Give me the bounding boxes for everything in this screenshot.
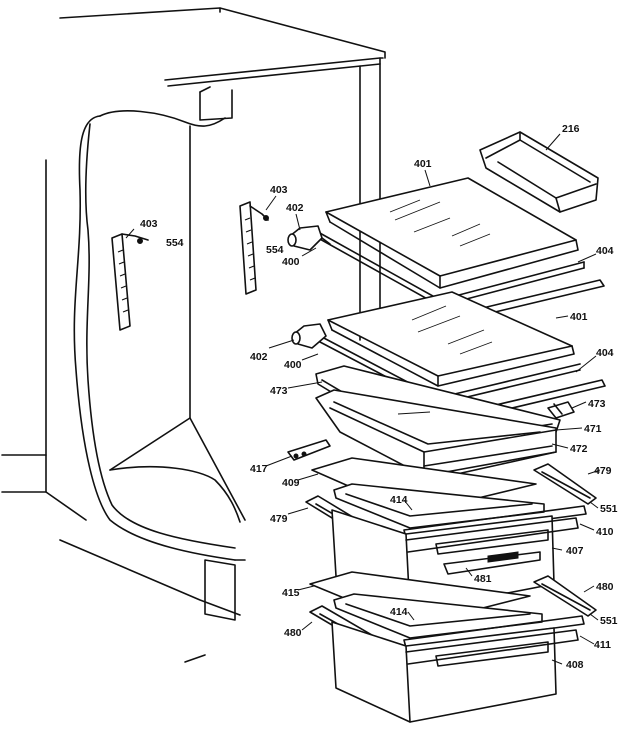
crisper-pan-lower [331, 621, 579, 723]
shelf-bracket-upper [287, 225, 331, 251]
slide-479-right [533, 463, 597, 505]
label-480-right: 480 [596, 581, 614, 593]
label-414-lower: 414 [390, 606, 408, 618]
shelf-bracket-lower [291, 323, 327, 349]
label-400-lower: 400 [284, 359, 302, 371]
label-479-right: 479 [594, 465, 612, 477]
label-473-right: 473 [588, 398, 606, 410]
label-471: 471 [584, 423, 602, 435]
label-551-upper: 551 [600, 503, 618, 515]
label-472: 472 [570, 443, 588, 455]
label-551-lower: 551 [600, 615, 618, 627]
label-480-left: 480 [284, 627, 302, 639]
part-labels: 216 401 403 402 403 554 554 404 400 401 … [140, 123, 618, 671]
shelf-ladder-right [239, 201, 269, 295]
label-402-lower: 402 [250, 351, 268, 363]
label-404-lower: 404 [596, 347, 614, 359]
label-409: 409 [282, 477, 300, 489]
label-414-upper: 414 [390, 494, 408, 506]
label-401-lower: 401 [570, 311, 588, 323]
label-411: 411 [594, 639, 611, 651]
label-401-upper: 401 [414, 158, 432, 170]
shelf-ladder-left [111, 233, 149, 331]
clip-473 [547, 401, 575, 419]
label-473-left: 473 [270, 385, 288, 397]
label-481: 481 [474, 573, 492, 585]
label-404-upper: 404 [596, 245, 614, 257]
leader-lines [125, 133, 601, 665]
label-403-left: 403 [140, 218, 158, 230]
label-403-right: 403 [270, 184, 288, 196]
label-402-upper: 402 [286, 202, 304, 214]
label-408: 408 [566, 659, 584, 671]
refrigerator-cabinet [1, 7, 386, 663]
slide-480-right [533, 575, 597, 617]
label-479-left: 479 [270, 513, 288, 525]
dairy-bin [479, 131, 599, 213]
label-410: 410 [596, 526, 614, 538]
label-400-upper: 400 [282, 256, 300, 268]
label-415: 415 [282, 587, 300, 599]
label-407: 407 [566, 545, 584, 557]
label-554-right: 554 [266, 244, 284, 256]
label-554-left: 554 [166, 237, 184, 249]
label-417: 417 [250, 463, 268, 475]
label-216: 216 [562, 123, 580, 135]
slide-417 [287, 439, 331, 461]
